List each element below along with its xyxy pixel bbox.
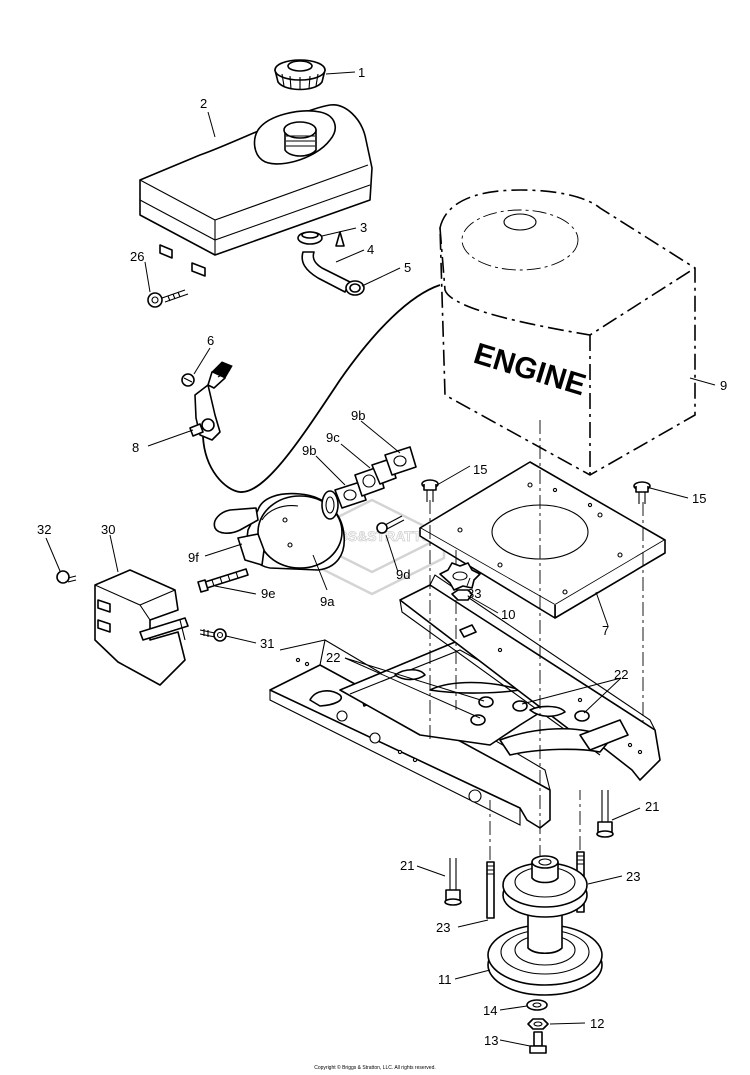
muffler (213, 490, 345, 571)
callout-14: 14 (483, 1003, 497, 1018)
callout-4: 4 (367, 242, 374, 257)
callout-3: 3 (360, 220, 367, 235)
callout-12: 12 (590, 1016, 604, 1031)
screw-9d (376, 515, 405, 534)
nut-12 (527, 1018, 549, 1030)
callout-33: 33 (467, 586, 481, 601)
bolts-15 (421, 479, 651, 504)
callout-23-left: 23 (436, 920, 450, 935)
callout-13: 13 (484, 1033, 498, 1048)
bolt-21-left (444, 858, 462, 906)
bolt-21-right (596, 790, 614, 838)
fuel-line-assembly (297, 231, 365, 296)
callout-9f: 9f (188, 550, 199, 565)
copyright-text: Copyright © Briggs & Stratton, LLC. All … (314, 1064, 436, 1071)
callout-9e: 9e (261, 586, 275, 601)
callout-9d: 9d (396, 567, 410, 582)
washer-14 (526, 999, 548, 1011)
callout-8: 8 (132, 440, 139, 455)
leader-lines (45, 71, 716, 1047)
callout-21-right: 21 (645, 799, 659, 814)
engine-outline: ENGINE (439, 189, 696, 476)
fuel-cap (274, 59, 326, 91)
callout-9b-top: 9b (351, 408, 365, 423)
callout-6: 6 (207, 333, 214, 348)
callout-5: 5 (404, 260, 411, 275)
callout-1: 1 (358, 65, 365, 80)
callout-15-left: 15 (473, 462, 487, 477)
throttle-control (181, 361, 233, 441)
frame (269, 420, 661, 860)
callout-9: 9 (720, 378, 727, 393)
screw-26 (147, 289, 189, 308)
callout-23-right: 23 (626, 869, 640, 884)
callout-2: 2 (200, 96, 207, 111)
callout-7: 7 (602, 623, 609, 638)
callout-22-left: 22 (326, 650, 340, 665)
callout-9b-bottom: 9b (302, 443, 316, 458)
engine-label: ENGINE (470, 337, 590, 402)
fuel-tank (139, 104, 373, 277)
star-washer-33 (439, 562, 481, 591)
callout-numbers: 1 2 3 4 5 26 6 8 9 9b 9c 9b 15 15 9f 9a … (37, 65, 727, 1048)
callout-9c: 9c (326, 430, 340, 445)
exhaust-gaskets (334, 446, 417, 509)
callout-26: 26 (130, 249, 144, 264)
callout-10: 10 (501, 607, 515, 622)
callout-30: 30 (101, 522, 115, 537)
callout-22-right: 22 (614, 667, 628, 682)
heat-shield (94, 569, 189, 686)
callout-9a: 9a (320, 594, 335, 609)
pulley-assembly (487, 855, 603, 996)
nut-10 (451, 589, 473, 601)
callout-15-right: 15 (692, 491, 706, 506)
callout-11: 11 (438, 972, 452, 987)
bolt-13 (529, 1031, 547, 1054)
callout-31: 31 (260, 636, 274, 651)
screw-32 (56, 570, 77, 584)
callout-32: 32 (37, 522, 51, 537)
callout-21-left: 21 (400, 858, 414, 873)
throttle-cable (202, 284, 441, 493)
screw-31 (199, 628, 227, 642)
bolt-9e (197, 568, 249, 593)
